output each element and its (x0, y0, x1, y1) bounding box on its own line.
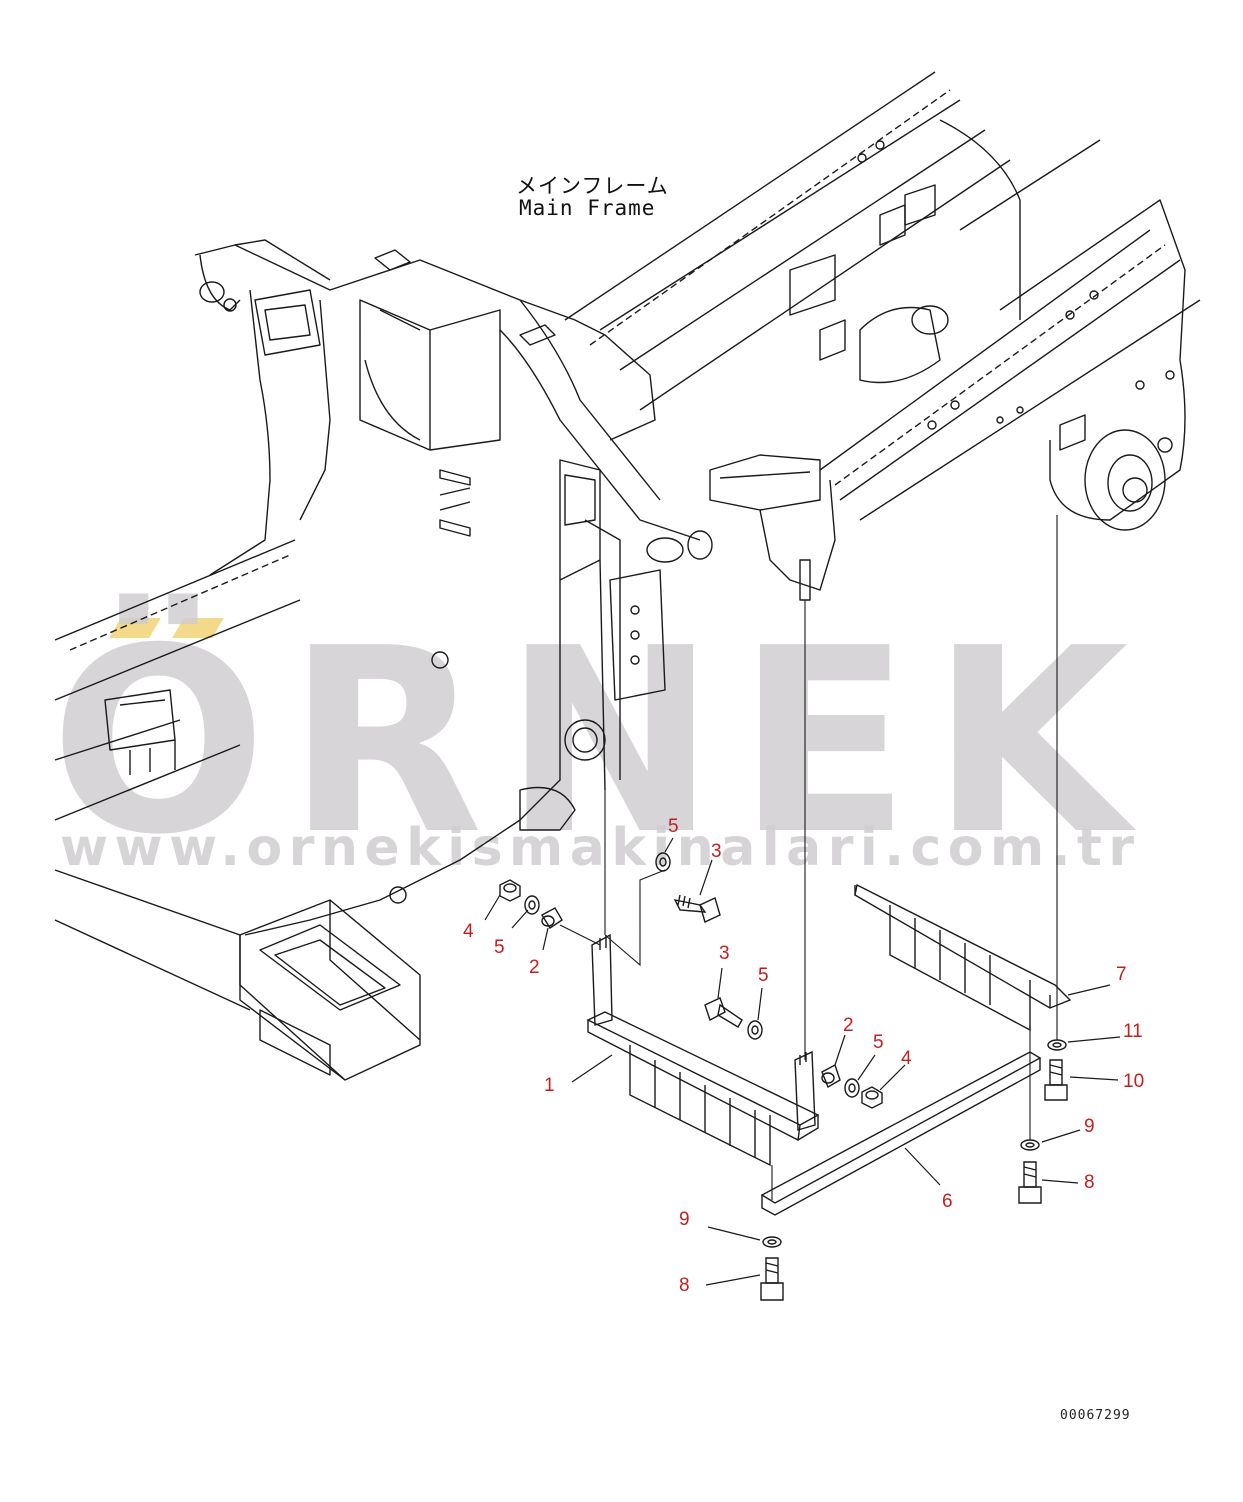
title-japanese: メインフレーム (516, 174, 669, 198)
callout-5: 5 (494, 937, 505, 958)
part-8-bolt-a (1018, 1161, 1042, 1204)
callout-2: 2 (843, 1015, 854, 1036)
frame-deck (194, 244, 656, 441)
callout-9: 9 (679, 1209, 690, 1230)
callout-4: 4 (463, 921, 474, 942)
title-english: Main Frame (519, 196, 656, 220)
part-2-bushing-a (541, 907, 563, 929)
callout-3: 3 (719, 943, 730, 964)
callout-5: 5 (758, 965, 769, 986)
frame-end-box (239, 899, 421, 1081)
frame-rail-lower (54, 539, 301, 821)
callout-3: 3 (711, 841, 722, 862)
callout-5: 5 (668, 816, 679, 837)
part-6-bar (760, 1051, 1042, 1216)
hub-right (1084, 429, 1166, 531)
part-5-washer-d (844, 1078, 860, 1098)
part-5-washer-a (524, 895, 540, 915)
frame-rail-upper (564, 71, 1011, 411)
callout-4: 4 (901, 1048, 912, 1069)
watermark-url: www.ornekismakinalari.com.tr (60, 818, 1141, 878)
watermark-brand: ÖRNEK (50, 594, 1149, 891)
part-1-bracket (586, 933, 820, 1167)
callout-1: 1 (544, 1075, 555, 1096)
callout-7: 7 (1116, 964, 1127, 985)
part-2-bushing-b (821, 1063, 841, 1089)
frame-rail-mid (819, 229, 1201, 521)
part-3-bolt-a (673, 894, 721, 923)
callout-6: 6 (942, 1191, 953, 1212)
part-9-washer-b (762, 1236, 782, 1248)
part-5-washer-c (747, 1020, 763, 1040)
callout-9: 9 (1084, 1116, 1095, 1137)
part-11-washer (1047, 1039, 1067, 1051)
part-4-nut-a (499, 879, 521, 902)
part-3-bolt-b (704, 997, 743, 1028)
cylinder (859, 306, 941, 384)
callout-8: 8 (1084, 1172, 1095, 1193)
callout-2: 2 (529, 957, 540, 978)
frame-left-arm (209, 289, 331, 576)
callout-8: 8 (679, 1275, 690, 1296)
part-4-nut-b (861, 1086, 883, 1109)
callout-5: 5 (873, 1032, 884, 1053)
part-10-bolt (1044, 1059, 1068, 1101)
mount-plate (709, 454, 821, 511)
callout-10: 10 (1123, 1071, 1145, 1092)
drawing-number: 00067299 (1060, 1408, 1131, 1423)
callout-11: 11 (1123, 1021, 1143, 1042)
part-7-rail (854, 883, 1072, 1032)
part-8-bolt-b (760, 1257, 784, 1301)
frame-rail-centre-lines (589, 89, 1166, 486)
part-5-washer-b (655, 852, 671, 872)
part-9-washer-a (1020, 1139, 1040, 1151)
